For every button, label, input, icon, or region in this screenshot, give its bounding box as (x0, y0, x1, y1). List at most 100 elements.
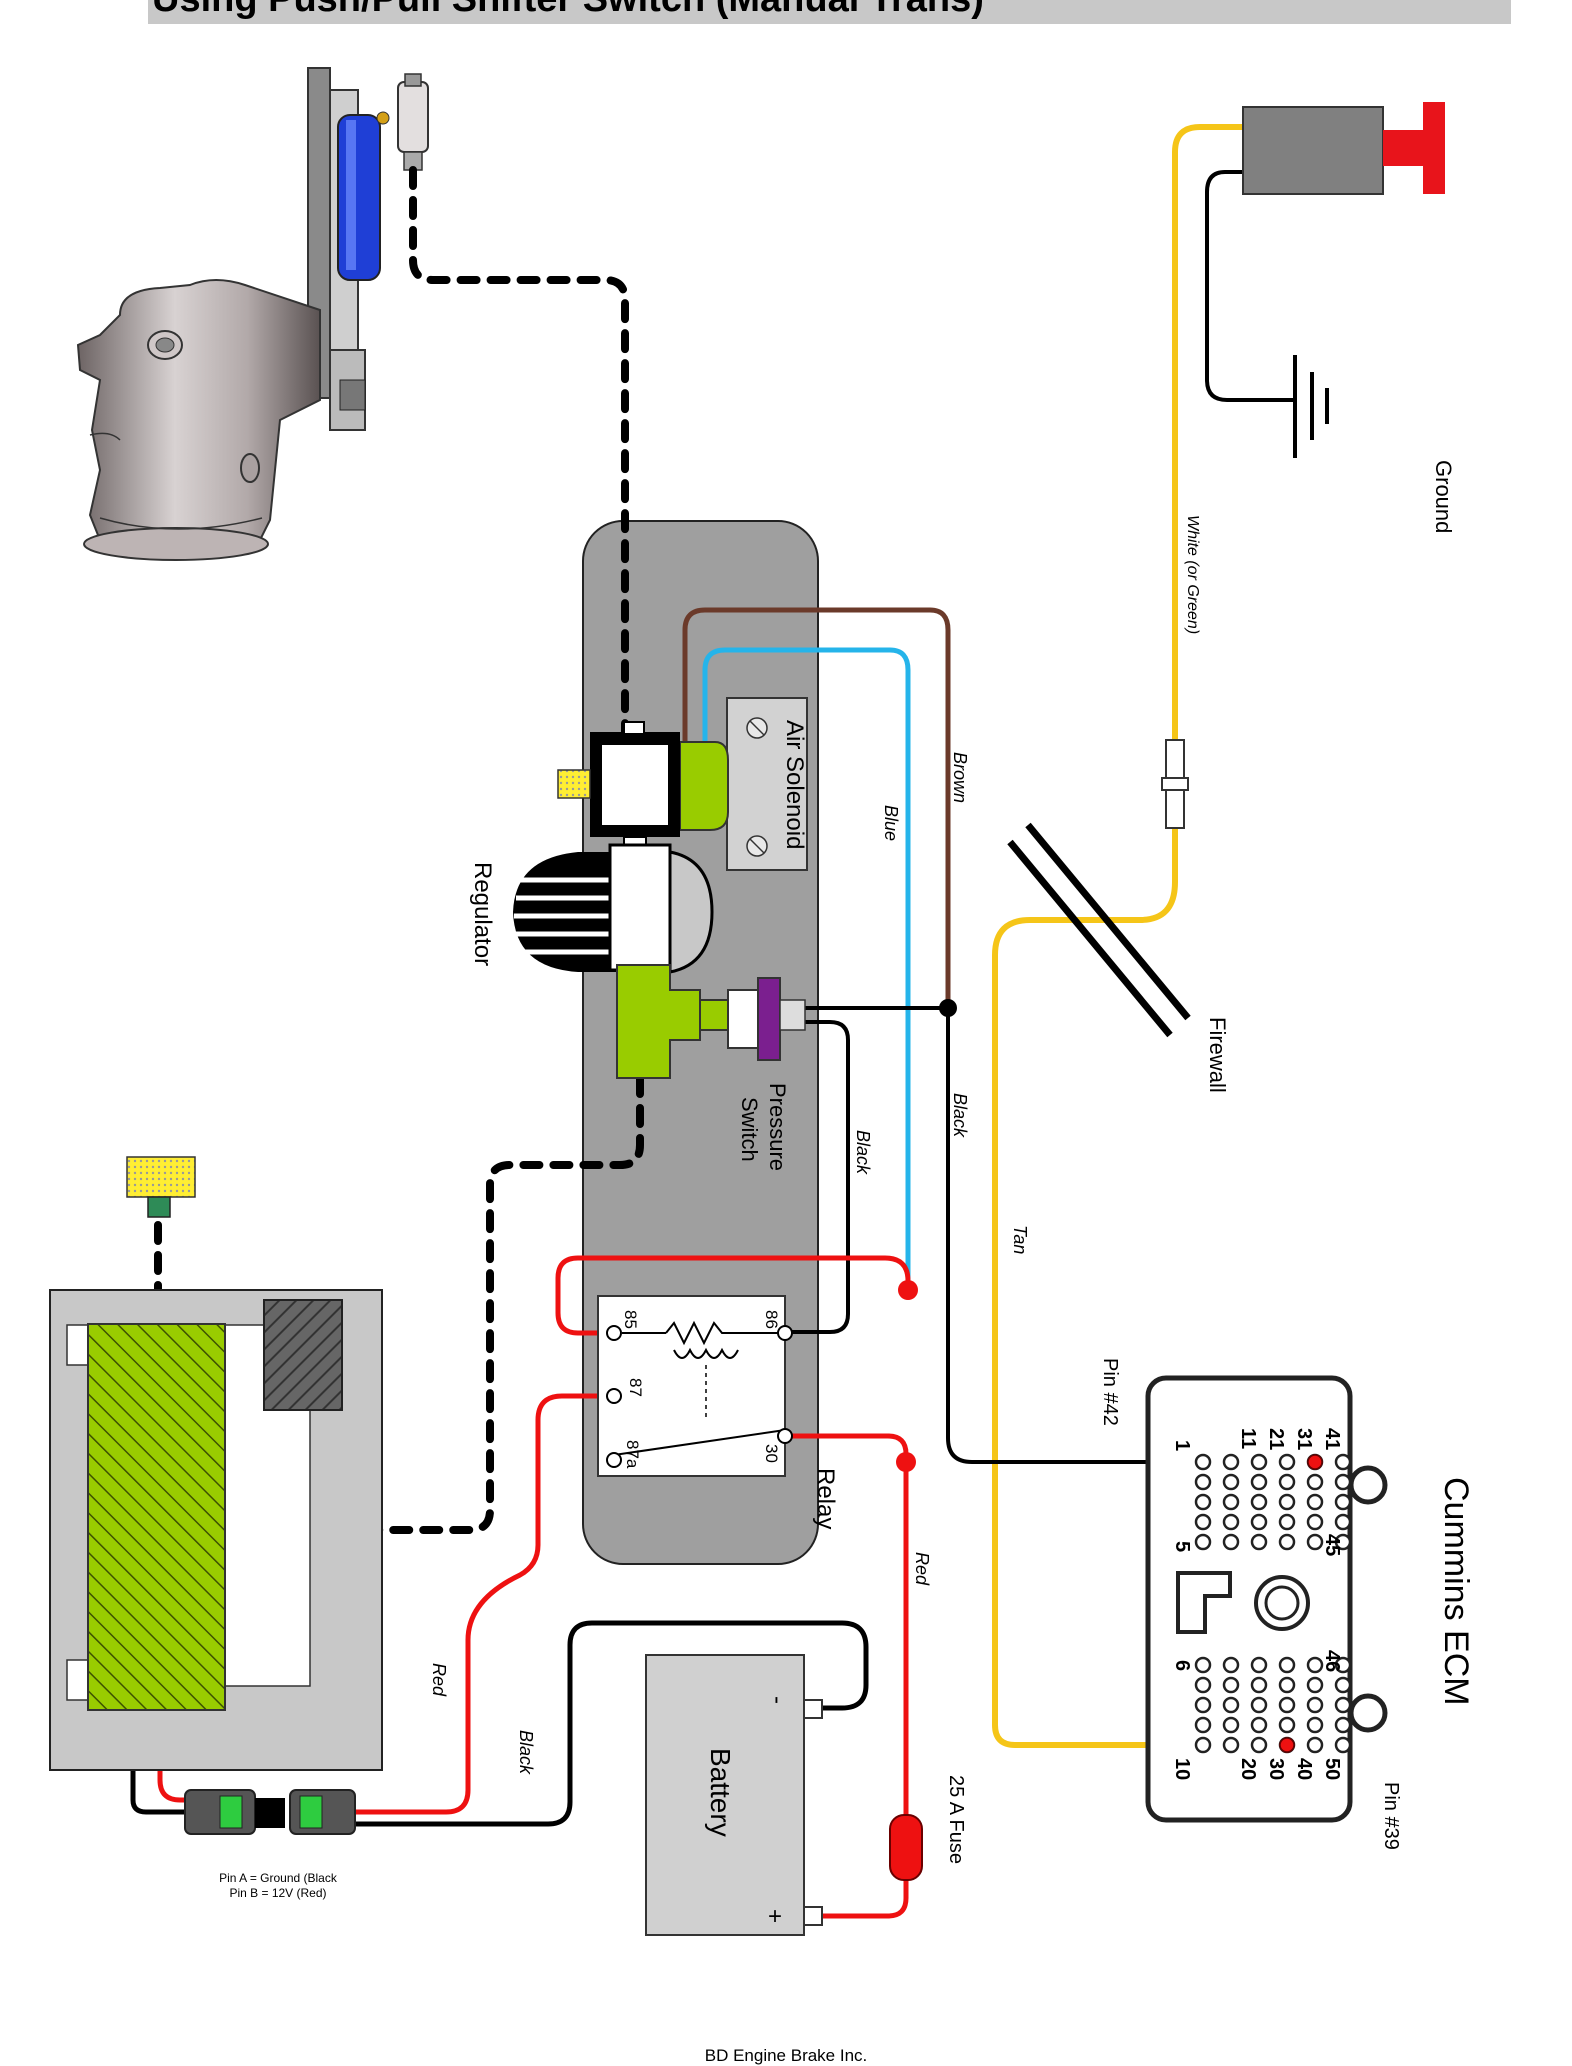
harness-connector (184, 1789, 356, 1835)
ecm-pin-hole (1194, 1533, 1212, 1551)
ecm-pin-hole (1250, 1453, 1268, 1471)
ecm-pin-hole (1250, 1736, 1268, 1754)
ecm-pin-hole (1250, 1493, 1268, 1511)
label-brown: Brown (950, 752, 970, 803)
ecm-pin-hole (1334, 1696, 1352, 1714)
relay-pin-30: 30 (762, 1444, 781, 1463)
ecm-pin-hole (1278, 1513, 1296, 1531)
label-pin-42: Pin #42 (1099, 1358, 1121, 1426)
relay-pin-85: 85 (621, 1310, 640, 1329)
ecm-pin-hole (1306, 1513, 1324, 1531)
inline-connector (1161, 739, 1189, 829)
relay: 85 86 87 87a 30 (597, 1295, 793, 1477)
ecm-pin-hole (1306, 1676, 1324, 1694)
ground-symbol (1293, 355, 1329, 458)
label-red-right: Red (912, 1552, 932, 1586)
relay-pin-87a: 87a (623, 1440, 642, 1469)
wire-module-black (130, 1707, 198, 1815)
ecm-pin-hole (1222, 1676, 1240, 1694)
ecm-pin-20: 20 (1237, 1758, 1259, 1780)
label-regulator: Regulator (469, 862, 496, 966)
ecm-pin-1: 1 (1171, 1440, 1193, 1451)
ecm-pin-hole (1334, 1513, 1352, 1531)
ecm-pin-hole (1250, 1656, 1268, 1674)
label-black-bottom: Black (516, 1730, 536, 1775)
fuse (889, 1814, 923, 1881)
footer-company: BD Engine Brake Inc. (704, 2046, 868, 2065)
header-bar: Using Push/Pull Shifter Switch (Manual T… (148, 0, 1511, 24)
ecm-pin-hole (1194, 1736, 1212, 1754)
label-pin-b: Pin B = 12V (Red) (229, 1886, 326, 1900)
ecm-pin-hole (1334, 1736, 1352, 1754)
ecm-pin-45: 45 (1321, 1534, 1343, 1556)
wire-red-85 (555, 1255, 911, 1336)
ecm-pin-10: 10 (1171, 1758, 1193, 1780)
ecm-pin-hole (1334, 1716, 1352, 1734)
ecm-pin-41: 41 (1321, 1428, 1343, 1450)
junction-black (939, 999, 957, 1017)
ecm-pin-hole (1334, 1473, 1352, 1491)
ecm-pin-hole (1222, 1716, 1240, 1734)
label-blue: Blue (881, 805, 901, 841)
relay-pin-86: 86 (762, 1310, 781, 1329)
ecm-pin-hole (1222, 1493, 1240, 1511)
ecm-pin-hole (1250, 1473, 1268, 1491)
wire-black-to-ecm (803, 1006, 1317, 1464)
ecm-pin-46: 46 (1321, 1650, 1343, 1672)
wires (130, 124, 1317, 1919)
ecm-pin-hole (1194, 1493, 1212, 1511)
ecm-pin-hole (1194, 1453, 1212, 1471)
ecm-pin-hole (1222, 1513, 1240, 1531)
label-pin-a: Pin A = Ground (Black (219, 1871, 338, 1885)
ecm-pin-hole (1194, 1716, 1212, 1734)
wire-ground (1205, 170, 1297, 402)
ecm-pin-6: 6 (1171, 1660, 1193, 1671)
ecm-pin-hole (1222, 1453, 1240, 1471)
ecm-pin-hole (1194, 1696, 1212, 1714)
label-red-left: Red (429, 1663, 449, 1697)
junction-red-bottom (896, 1452, 916, 1472)
ecm-pin-40: 40 (1293, 1758, 1315, 1780)
wire-blue (702, 647, 911, 1293)
label-air-solenoid: Air Solenoid (781, 720, 808, 849)
ecm-pin-hole (1306, 1696, 1324, 1714)
ecm-pin-42-marker (1307, 1454, 1323, 1470)
label-battery: Battery (705, 1748, 736, 1837)
ecm-pin-hole (1222, 1473, 1240, 1491)
ecm-pin-50: 50 (1321, 1758, 1343, 1780)
ecm-pin-hole (1194, 1473, 1212, 1491)
label-fuse: 25 A Fuse (945, 1775, 967, 1864)
air-solenoid (557, 697, 808, 871)
pressure-switch (616, 964, 806, 1079)
ecm-pin-hole (1334, 1656, 1352, 1674)
ecm-pin-hole (1334, 1453, 1352, 1471)
ecm-pin-hole (1250, 1676, 1268, 1694)
ecm-pin-39-marker (1279, 1737, 1295, 1753)
wire-red-fuse-to-battery (819, 1877, 909, 1919)
ecm-pin-hole (1194, 1656, 1212, 1674)
regulator (513, 843, 714, 974)
air-hose-brake-to-solenoid (409, 166, 629, 739)
ecm-pin-21: 21 (1265, 1428, 1287, 1450)
ecm-pin-5: 5 (1171, 1541, 1193, 1552)
label-ground: Ground (1431, 460, 1456, 533)
ecm-pin-hole (1278, 1676, 1296, 1694)
ecm-pin-11: 11 (1237, 1428, 1259, 1449)
ecm-pin-hole (1278, 1696, 1296, 1714)
ecm-pin-hole (1250, 1716, 1268, 1734)
ecm-pin-hole (1278, 1656, 1296, 1674)
ecm-pin-30: 30 (1265, 1758, 1287, 1780)
junction-red-top (898, 1280, 918, 1300)
label-battery-plus: + (768, 1903, 782, 1930)
label-black-mid: Black (853, 1130, 873, 1175)
ecm-pin-hole (1250, 1696, 1268, 1714)
ecm-pin-hole (1278, 1453, 1296, 1471)
ecm-pin-hole (1306, 1493, 1324, 1511)
label-tan: Tan (1010, 1225, 1030, 1254)
control-module (49, 1289, 383, 1771)
page-title: Using Push/Pull Shifter Switch (Manual T… (152, 0, 984, 21)
label-firewall: Firewall (1205, 1017, 1230, 1093)
ecm-pin-hole (1334, 1533, 1352, 1551)
ecm-pin-hole (1194, 1513, 1212, 1531)
